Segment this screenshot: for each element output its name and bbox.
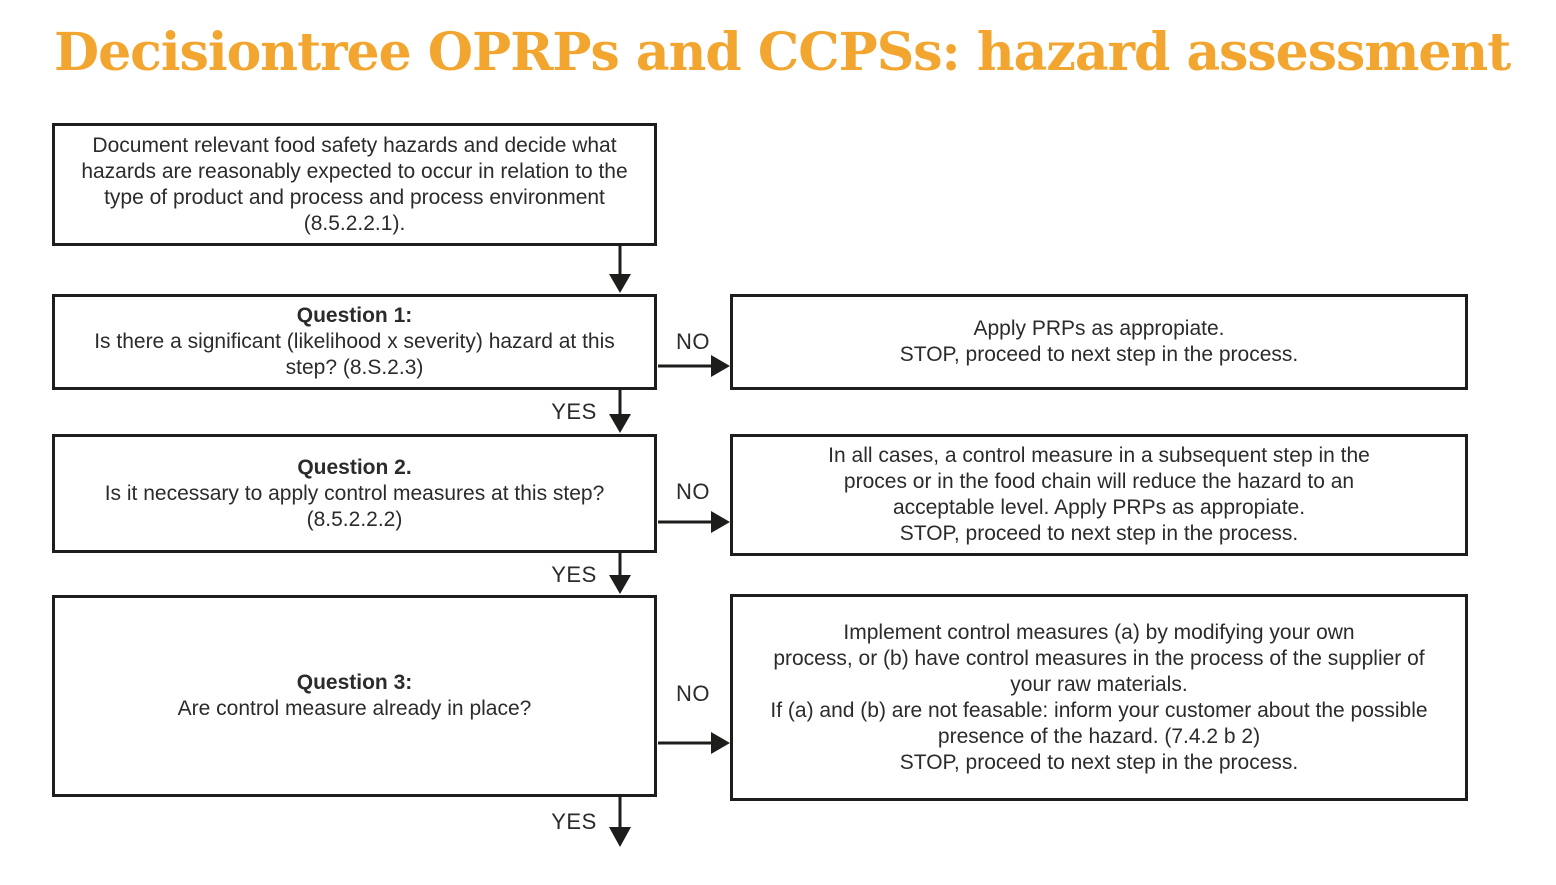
edge-label-q1-no: NO — [676, 329, 710, 354]
arrow-q3-no — [658, 732, 730, 754]
question-1-heading: Question 1: — [296, 304, 413, 327]
text-line: presence of the hazard. (7.4.2 b 2) — [937, 724, 1261, 748]
text-line: Is it necessary to apply control measure… — [104, 481, 605, 505]
edge-label-q3-no: NO — [676, 681, 710, 706]
arrow-q2-no — [658, 511, 730, 533]
flow-box-question-1-no-outcome: Apply PRPs as appropiate. STOP, proceed … — [730, 294, 1468, 390]
edge-label-q3-yes: YES — [551, 809, 597, 834]
page-title: Decisiontree OPRPs and CCPSs: hazard ass… — [54, 22, 1511, 83]
text-line: In all cases, a control measure in a sub… — [828, 444, 1370, 467]
flow-box-question-3: Question 3: Are control measure already … — [52, 595, 657, 797]
flow-box-question-3-no-outcome: Implement control measures (a) by modify… — [730, 594, 1468, 801]
flow-box-question-2-no-outcome: In all cases, a control measure in a sub… — [730, 434, 1468, 556]
question-2-heading: Question 2. — [297, 455, 412, 479]
text-line: process, or (b) have control measures in… — [773, 646, 1425, 670]
text-line: hazards are reasonably expected to occur… — [81, 159, 628, 183]
text-line: step? (8.S.2.3) — [285, 356, 424, 379]
edge-label-q2-no: NO — [676, 479, 710, 504]
arrow-q1-yes — [609, 390, 631, 433]
text-line: proces or in the food chain will reduce … — [843, 470, 1355, 493]
text-line: your raw materials. — [1010, 672, 1188, 696]
arrow-q1-no — [658, 355, 730, 377]
text-line: Are control measure already in place? — [177, 697, 532, 720]
text-line: (8.5.2.2.2) — [306, 507, 403, 531]
text-line: acceptable level. Apply PRPs as appropia… — [892, 496, 1306, 519]
arrow-q3-yes — [609, 797, 631, 847]
flow-box-question-2: Question 2. Is it necessary to apply con… — [52, 434, 657, 553]
text-line: STOP, proceed to next step in the proces… — [899, 343, 1299, 366]
flow-box-question-1: Question 1: Is there a significant (like… — [52, 294, 657, 390]
text-line: If (a) and (b) are not feasable: inform … — [770, 698, 1428, 722]
text-line: Document relevant food safety hazards an… — [92, 133, 617, 157]
question-3-heading: Question 3: — [296, 671, 413, 694]
edge-label-q2-yes: YES — [551, 562, 597, 587]
text-line: STOP, proceed to next step in the proces… — [899, 522, 1299, 545]
flow-box-start: Document relevant food safety hazards an… — [52, 123, 657, 246]
text-line: (8.5.2.2.1). — [303, 211, 406, 235]
text-line: Implement control measures (a) by modify… — [843, 620, 1355, 644]
edge-label-q1-yes: YES — [551, 399, 597, 424]
arrow-q2-yes — [609, 553, 631, 594]
arrow-start-to-q1 — [609, 246, 631, 293]
text-line: type of product and process and process … — [104, 185, 605, 209]
text-line: Is there a significant (likelihood x sev… — [94, 330, 615, 353]
text-line: Apply PRPs as appropiate. — [973, 317, 1225, 340]
text-line: STOP, proceed to next step in the proces… — [899, 750, 1299, 774]
